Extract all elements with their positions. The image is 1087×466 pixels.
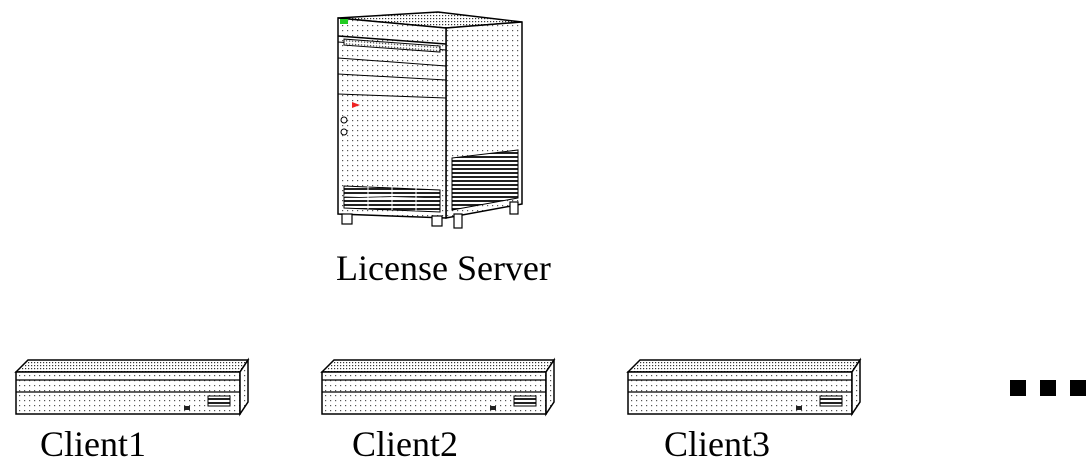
desktop-unit-icon xyxy=(318,357,560,422)
desktop-unit-icon xyxy=(12,357,254,422)
ellipsis-icon xyxy=(1010,378,1087,400)
client-label: Client2 xyxy=(352,424,458,464)
alert-indicator xyxy=(352,102,360,108)
server-label: License Server xyxy=(336,248,551,288)
client-label: Client1 xyxy=(40,424,146,464)
client-label: Client3 xyxy=(664,424,770,464)
power-indicator xyxy=(340,19,348,24)
desktop-unit-icon xyxy=(624,357,866,422)
server-tower-icon xyxy=(330,8,530,244)
